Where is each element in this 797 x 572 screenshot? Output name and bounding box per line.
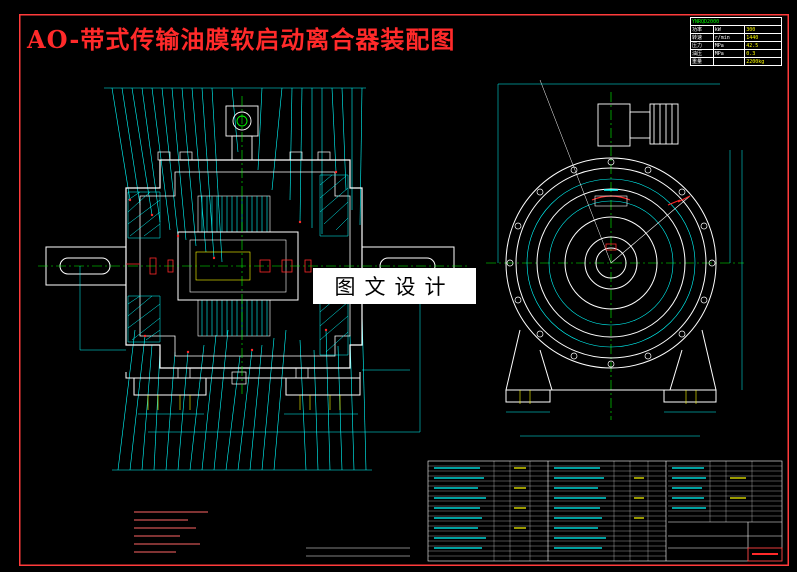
parameter-table: YNRQD2000 功率 kW 300 转速 r/min 1440 压力 MPa… — [690, 17, 782, 66]
parameter-header: YNRQD2000 — [690, 17, 782, 26]
parameter-row: 重量 2200kg — [690, 57, 782, 66]
section-view — [38, 87, 470, 471]
parameter-row: 油压 MPa 0.3 — [690, 49, 782, 58]
parameter-row: 转速 r/min 1440 — [690, 33, 782, 42]
parameter-row: 压力 MPa 42.5 — [690, 41, 782, 50]
end-view — [486, 79, 744, 437]
watermark-label: 图文设计 — [313, 268, 476, 304]
drawing-title: AO-带式传输油膜软启动离合器装配图 — [27, 25, 456, 54]
parameter-row: 功率 kW 300 — [690, 25, 782, 34]
